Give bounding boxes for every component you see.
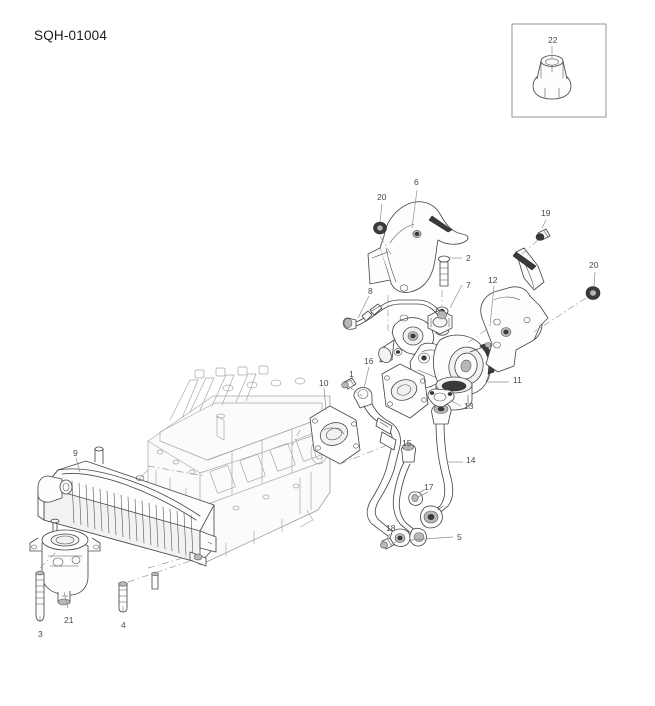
callout-5: 5 <box>457 532 462 542</box>
turbo-gasket <box>309 405 361 465</box>
bolt-heat-shield <box>438 255 450 287</box>
assembly-dash-valve-bolt <box>39 551 57 569</box>
assembly-dash-nut20 <box>533 297 587 333</box>
bolt-egr-valve-long <box>35 570 45 622</box>
callout-9: 9 <box>73 448 78 458</box>
bolt-bracket-upper <box>535 228 551 241</box>
oil-feed-pipe <box>342 299 447 330</box>
callout-19: 19 <box>541 208 551 218</box>
assembly-dash-cooler-bolt <box>127 559 194 583</box>
callout-21: 21 <box>64 615 74 625</box>
turbo-support-bracket <box>480 247 549 373</box>
gasket-oil-return <box>427 388 455 408</box>
callout-13: 13 <box>464 401 474 411</box>
callout-1: 1 <box>349 369 354 379</box>
egr-cooler <box>37 446 217 567</box>
nut-bracket-right <box>585 286 601 300</box>
callout-20-left: 20 <box>377 192 387 202</box>
callout-4: 4 <box>121 620 126 630</box>
assembly-dash-bolt18 <box>389 540 399 546</box>
callout-11: 11 <box>513 375 522 385</box>
callout-8: 8 <box>368 286 373 296</box>
assembly-dash-bolt1 <box>347 385 363 397</box>
callout-2: 2 <box>466 253 471 263</box>
callout-17: 17 <box>424 482 434 492</box>
turbo-mounting-flange <box>381 363 429 419</box>
callout-3: 3 <box>38 629 43 639</box>
assembly-dash-cooler-head <box>147 465 206 477</box>
clamp-coolant-pipe <box>408 489 425 506</box>
page-title: SQH-01004 <box>34 28 108 43</box>
callout-15: 15 <box>402 438 412 448</box>
assembly-dash-gasket-flange <box>339 443 391 465</box>
callout-14: 14 <box>466 455 476 465</box>
callout-18: 18 <box>386 523 396 533</box>
callout-leader-lines <box>39 189 596 622</box>
callout-7: 7 <box>466 280 471 290</box>
callout-12: 12 <box>488 275 498 285</box>
turbo-heat-shield <box>367 201 469 293</box>
bolt-oil-return-pipe <box>341 377 357 390</box>
egr-valve <box>29 518 101 606</box>
nut-heat-shield-left <box>373 221 387 235</box>
assembly-dash-nut-shield <box>379 235 393 257</box>
detail-inset-box <box>511 23 607 118</box>
bolt-egr-cooler <box>118 581 128 613</box>
callout-20-right: 20 <box>589 260 599 270</box>
flange-nut-icon <box>532 55 572 100</box>
callout-16: 16 <box>364 356 374 366</box>
assembly-dash-bracket-turbo <box>465 329 487 345</box>
bolt-cooler-foot <box>151 571 159 590</box>
callout-10: 10 <box>319 378 329 388</box>
callout-22: 22 <box>548 35 558 45</box>
bolt-oil-return <box>380 537 395 550</box>
assembly-dash-bolt19 <box>519 239 539 257</box>
coolant-pipe <box>420 402 454 529</box>
callout-6: 6 <box>414 177 419 187</box>
assembly-dash-gasket-head <box>291 429 301 447</box>
